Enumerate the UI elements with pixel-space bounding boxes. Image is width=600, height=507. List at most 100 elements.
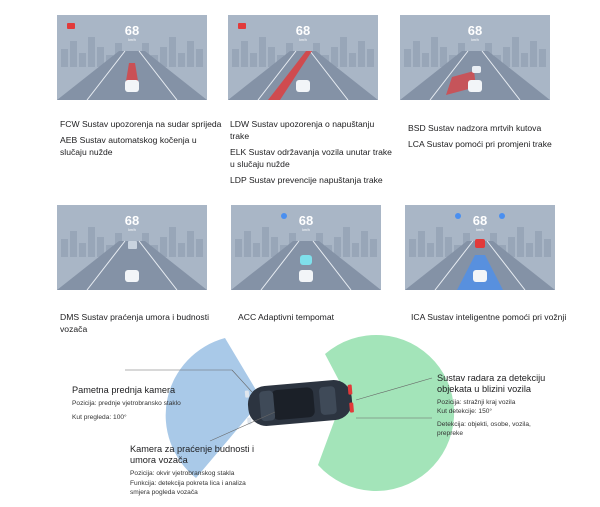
building-right: [526, 243, 533, 257]
building-left: [404, 49, 411, 67]
building-left: [232, 49, 239, 67]
building-left: [88, 37, 95, 67]
dms-caption-line: DMS Sustav praćenja umora i budnosti voz…: [60, 312, 210, 334]
speed-unit: km/h: [302, 228, 310, 232]
followed-car: [300, 255, 312, 265]
building-left: [262, 227, 269, 257]
dms-caption: DMS Sustav praćenja umora i budnosti voz…: [60, 311, 210, 339]
building-left: [79, 53, 86, 67]
aeb-caption-line: AEB Sustav automatskog kočenja u slučaju…: [60, 135, 197, 157]
building-left: [271, 237, 278, 257]
driver-camera-title: Kamera za praćenje budnosti i umora voza…: [130, 444, 255, 465]
front-camera-position: Pozicija: prednje vjetrobransko staklo: [72, 400, 181, 407]
building-left: [418, 231, 425, 257]
building-left: [61, 49, 68, 67]
building-left: [436, 227, 443, 257]
front-camera-callout: Pametna prednja kamera Pozicija: prednje…: [72, 385, 197, 422]
lane-line-left: [257, 50, 297, 100]
front-camera-angle: Kut pregleda: 100°: [72, 414, 127, 421]
road-surface: [57, 241, 207, 290]
driver-camera-function: Funkcija: detekcija pokreta lica i anali…: [130, 480, 246, 496]
building-right: [521, 53, 528, 67]
building-right: [367, 49, 374, 67]
car-ahead: [472, 66, 481, 73]
building-left: [413, 41, 420, 67]
building-left: [61, 239, 68, 257]
acc-status-icon: [281, 213, 287, 219]
building-right: [169, 37, 176, 67]
lane-line-left: [429, 50, 469, 100]
speed-unit: km/h: [471, 38, 479, 42]
building-left: [409, 239, 416, 257]
car-top-view: [244, 380, 354, 426]
acc-caption: ACC Adaptivni tempomat: [238, 311, 403, 327]
building-right: [178, 243, 185, 257]
ica-caption-line: ICA Sustav inteligentne pomoći pri vožnj…: [411, 312, 567, 322]
ego-vehicle: [125, 270, 139, 282]
speed-readout: 68: [125, 213, 139, 228]
driver-camera-callout: Kamera za praćenje budnosti i umora voza…: [130, 444, 265, 497]
building-left: [422, 53, 429, 67]
lane-line-right: [138, 240, 178, 290]
ldw-caption-line: LDW Sustav upozorenja o napuštanju trake: [230, 119, 375, 141]
building-right: [340, 37, 347, 67]
lane-line-right: [309, 50, 349, 100]
building-left: [97, 237, 104, 257]
building-left: [253, 243, 260, 257]
building-left: [97, 47, 104, 67]
speed-readout: 68: [468, 23, 482, 38]
radar-title: Sustav radara za detekciju objekata u bl…: [437, 373, 546, 394]
speed-readout: 68: [296, 23, 310, 38]
front-camera-title: Pametna prednja kamera: [72, 385, 176, 395]
building-left: [268, 47, 275, 67]
acc-status-icon: [455, 213, 461, 219]
road-surface: [400, 51, 550, 100]
building-right: [178, 53, 185, 67]
acc-caption-line: ACC Adaptivni tempomat: [238, 312, 335, 322]
radar-coverage: [318, 334, 455, 491]
building-left: [440, 47, 447, 67]
building-right: [196, 239, 203, 257]
ego-vehicle: [125, 80, 139, 92]
bsd-caption-line: BSD Sustav nadzora mrtvih kutova: [408, 123, 542, 133]
building-right: [349, 53, 356, 67]
building-right: [517, 227, 524, 257]
building-left: [445, 237, 452, 257]
ego-vehicle: [468, 80, 482, 92]
warning-status-icon: [67, 23, 75, 29]
lane-line-left: [434, 240, 474, 290]
speed-readout: 68: [299, 213, 313, 228]
building-left: [70, 41, 77, 67]
building-right: [160, 47, 167, 67]
building-right: [503, 47, 510, 67]
lane-line-right: [481, 50, 521, 100]
building-left: [70, 231, 77, 257]
radar-detection: Detekcija: objekti, osobe, vozila, prepr…: [437, 421, 531, 437]
bsd-caption: BSD Sustav nadzora mrtvih kutova LCA Sus…: [408, 122, 558, 154]
building-right: [361, 231, 368, 257]
building-right: [343, 227, 350, 257]
road-surface: [231, 241, 381, 290]
building-left: [88, 227, 95, 257]
building-right: [352, 243, 359, 257]
building-right: [187, 41, 194, 67]
lane-line-right: [312, 240, 352, 290]
building-left: [431, 37, 438, 67]
building-left: [427, 243, 434, 257]
building-right: [530, 41, 537, 67]
building-left: [79, 243, 86, 257]
warning-status-icon: [238, 23, 246, 29]
lca-caption-line: LCA Sustav pomoći pri promjeni trake: [408, 139, 552, 149]
building-right: [187, 231, 194, 257]
building-right: [508, 237, 515, 257]
lane-departure-warning: [268, 51, 312, 100]
ica-caption: ICA Sustav inteligentne pomoći pri vožnj…: [411, 311, 571, 327]
